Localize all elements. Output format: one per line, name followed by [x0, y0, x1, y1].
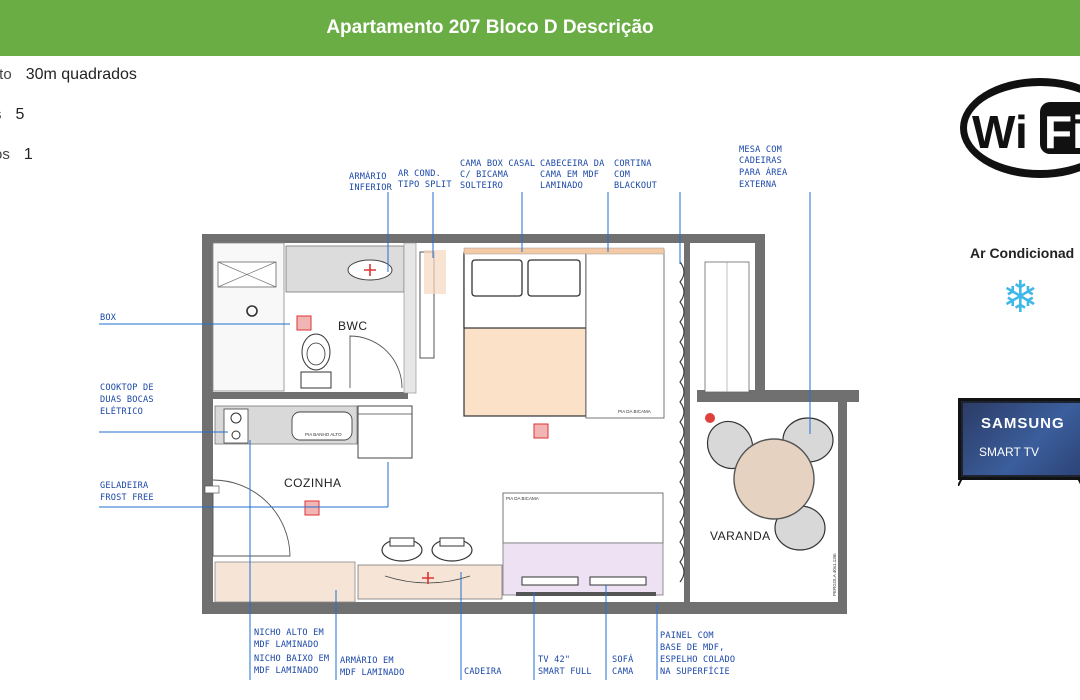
callout-lines: [99, 192, 811, 680]
fridge: [357, 405, 413, 459]
callout-box: BOX: [100, 313, 117, 323]
svg-text:SOLTEIRO: SOLTEIRO: [460, 181, 503, 191]
callout-nicho: NICHO ALTO EM MDF LAMINADO NICHO BAIXO E…: [254, 628, 329, 676]
small-note-bicama-2: PIA DA BICAMA: [506, 496, 539, 501]
svg-text:SMART FULL: SMART FULL: [538, 667, 592, 677]
svg-text:ESPELHO COLADO: ESPELHO COLADO: [660, 655, 735, 665]
callout-cama-box: CAMA BOX CASAL C/ BICAMA SOLTEIRO: [460, 159, 535, 191]
info-row-area: mento 30m quadrados: [0, 66, 137, 84]
walls: [202, 234, 859, 614]
svg-text:MDF LAMINADO: MDF LAMINADO: [254, 640, 319, 650]
snowflake-icon: ❄: [1002, 273, 1039, 322]
kitchen-sink: [291, 411, 353, 441]
svg-text:ELÉTRICO: ELÉTRICO: [100, 405, 143, 417]
svg-text:COOKTOP DE: COOKTOP DE: [100, 383, 154, 393]
svg-text:BASE DE MDF,: BASE DE MDF,: [660, 643, 725, 653]
callout-mesa: MESA COM CADEIRAS PARA ÁREA EXTERNA: [739, 145, 788, 190]
curtain: [679, 261, 685, 583]
svg-text:MESA COM: MESA COM: [739, 145, 782, 155]
sofa-cama: [502, 542, 664, 596]
info-label: mento: [0, 66, 12, 83]
balcony-table: [706, 417, 834, 551]
cooktop: [223, 408, 249, 444]
info-row-capacity: s 5: [0, 106, 24, 124]
small-note-bicama-1: PIA DA BICAMA: [618, 409, 651, 414]
stool-icon: [381, 537, 473, 562]
svg-text:COM: COM: [614, 170, 630, 180]
svg-text:CADEIRA: CADEIRA: [464, 667, 502, 677]
drain-icon: [246, 305, 258, 317]
svg-text:CORTINA: CORTINA: [614, 159, 652, 169]
small-note-sink: PIA BANHO ALTO: [305, 432, 342, 437]
tv-brand: SAMSUNG: [981, 415, 1065, 432]
svg-text:CAMA BOX CASAL: CAMA BOX CASAL: [460, 159, 535, 169]
tv-sub: SMART TV: [979, 445, 1040, 459]
callout-cabeceira: CABECEIRA DA CAMA EM MDF LAMINADO: [540, 159, 605, 191]
svg-text:INFERIOR: INFERIOR: [349, 183, 393, 193]
svg-text:NICHO ALTO EM: NICHO ALTO EM: [254, 628, 324, 638]
svg-text:SOFÁ: SOFÁ: [612, 653, 634, 665]
tv-image: SAMSUNG SMART TV: [958, 398, 1080, 480]
svg-text:TV 42": TV 42": [538, 655, 570, 665]
svg-text:LAMINADO: LAMINADO: [540, 181, 583, 191]
svg-text:AR COND.: AR COND.: [398, 169, 441, 179]
info-value: 30m quadrados: [25, 66, 137, 83]
tv-stand: [958, 478, 1080, 486]
callout-tv: TV 42" SMART FULL: [538, 655, 592, 677]
title-bar: Apartamento 207 Bloco D Descrição: [0, 0, 1080, 56]
info-label: s: [0, 106, 2, 123]
info-value: 1: [23, 146, 33, 163]
svg-text:ARMÁRIO: ARMÁRIO: [349, 170, 387, 182]
nicho-mdf: [214, 561, 356, 603]
page-title: Apartamento 207 Bloco D Descrição: [326, 17, 654, 38]
svg-text:MDF LAMINADO: MDF LAMINADO: [254, 666, 319, 676]
svg-text:C/ BICAMA: C/ BICAMA: [460, 170, 509, 180]
callout-ar-cond: AR COND. TIPO SPLIT: [398, 169, 452, 190]
callout-painel: PAINEL COM BASE DE MDF, ESPELHO COLADO N…: [660, 631, 735, 677]
callout-sofa: SOFÁ CAMA: [612, 653, 634, 677]
wifi-logo-icon: Wi Fi: [960, 78, 1080, 178]
room-label-varanda: VARANDA: [710, 529, 771, 543]
svg-text:EXTERNA: EXTERNA: [739, 180, 777, 190]
svg-text:BLACKOUT: BLACKOUT: [614, 181, 657, 191]
svg-text:NICHO BAIXO EM: NICHO BAIXO EM: [254, 654, 329, 664]
info-row-bathrooms: os 1: [0, 146, 33, 164]
svg-text:CAMA EM MDF: CAMA EM MDF: [540, 170, 599, 180]
svg-text:CAMA: CAMA: [612, 667, 634, 677]
small-note-pergola: PERGOLA 40x1.13m: [832, 553, 837, 596]
svg-text:PARA ÁREA: PARA ÁREA: [739, 166, 788, 178]
svg-text:TIPO SPLIT: TIPO SPLIT: [398, 180, 452, 190]
armario-mdf: [357, 564, 503, 600]
callout-cortina: CORTINA COM BLACKOUT: [614, 159, 657, 191]
callout-cooktop: COOKTOP DE DUAS BOCAS ELÉTRICO: [100, 383, 154, 417]
svg-text:MDF LAMINADO: MDF LAMINADO: [340, 668, 405, 678]
room-label-bwc: BWC: [338, 319, 368, 333]
callout-geladeira: GELADEIRA FROST FREE: [100, 481, 154, 503]
svg-text:ARMÁRIO EM: ARMÁRIO EM: [340, 654, 394, 666]
info-value: 5: [15, 106, 25, 123]
marker: [705, 413, 715, 423]
callout-armario-mdf: ARMÁRIO EM MDF LAMINADO: [340, 654, 405, 678]
info-label: os: [0, 146, 10, 163]
room-label-cozinha: COZINHA: [284, 476, 342, 490]
callout-cadeira: CADEIRA: [464, 667, 502, 677]
toilet-icon: [300, 333, 332, 389]
svg-text:FROST FREE: FROST FREE: [100, 493, 154, 503]
callout-armario-inferior: ARMÁRIO INFERIOR: [349, 170, 393, 193]
ac-label: Ar Condicionad: [970, 245, 1075, 261]
svg-text:Wi: Wi: [972, 106, 1028, 158]
svg-text:NA SUPERFÍCIE: NA SUPERFÍCIE: [660, 665, 730, 677]
svg-text:CABECEIRA DA: CABECEIRA DA: [540, 159, 605, 169]
svg-text:BOX: BOX: [100, 313, 117, 323]
svg-text:CADEIRAS: CADEIRAS: [739, 156, 782, 166]
svg-text:GELADEIRA: GELADEIRA: [100, 481, 149, 491]
svg-text:DUAS BOCAS: DUAS BOCAS: [100, 395, 154, 405]
svg-text:PAINEL COM: PAINEL COM: [660, 631, 714, 641]
svg-text:Fi: Fi: [1044, 106, 1080, 158]
